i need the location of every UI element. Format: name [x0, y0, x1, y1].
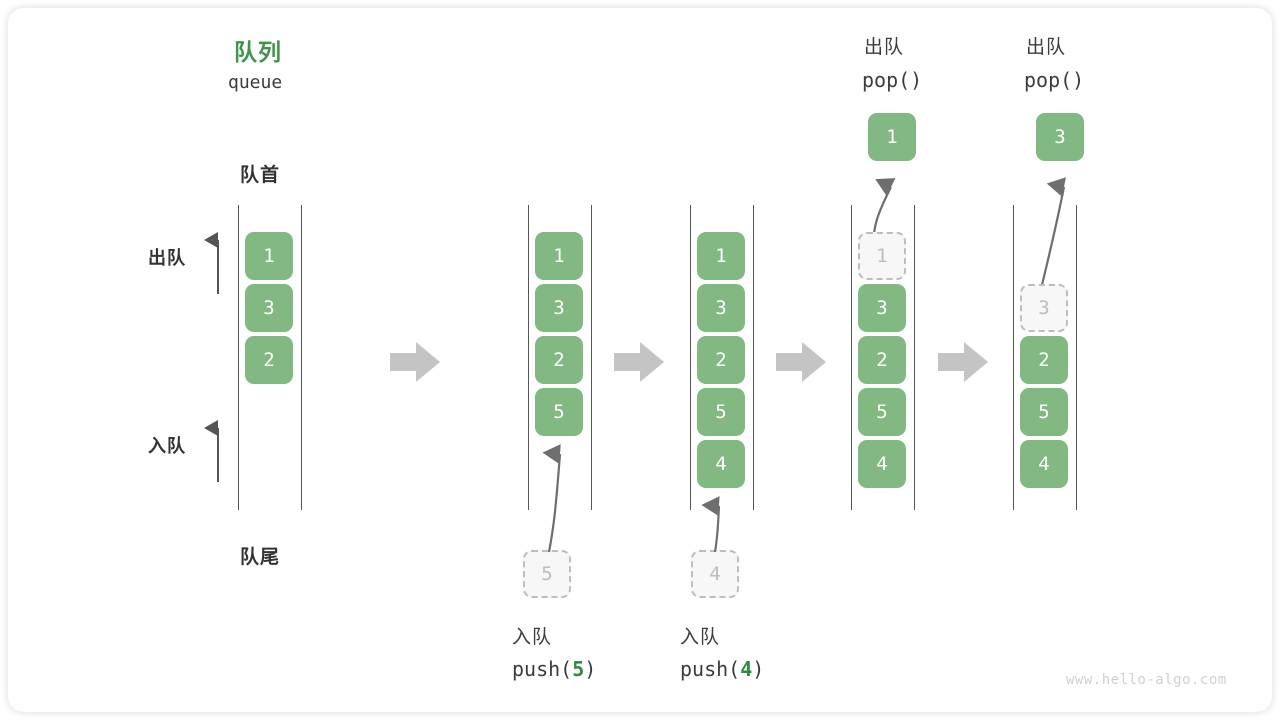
queue-cell-removed: 1	[858, 232, 906, 280]
enqueue-side-label: 入队	[148, 436, 186, 456]
rail-right	[1076, 205, 1077, 510]
queue-cell-removed: 3	[1020, 284, 1068, 332]
rail-left	[690, 205, 691, 510]
queue-front-label: 队首	[240, 165, 281, 186]
queue-column-after-push-5: 1 3 2 5	[528, 205, 592, 510]
queue-title-cn: 队列	[234, 39, 282, 65]
queue-cell[interactable]: 3	[245, 284, 293, 332]
queue-column-after-pop-3: 3 2 5 4	[1013, 205, 1077, 510]
queue-cell-new[interactable]: 4	[697, 440, 745, 488]
push-caption-cn-4: 入队	[680, 627, 721, 648]
queue-cell[interactable]: 2	[535, 336, 583, 384]
queue-rear-label: 队尾	[240, 547, 281, 568]
push-arrow-4	[701, 496, 721, 553]
queue-cell[interactable]: 1	[245, 232, 293, 280]
queue-cell[interactable]: 4	[1020, 440, 1068, 488]
step-arrow-icon	[614, 342, 664, 382]
queue-cell[interactable]: 2	[1020, 336, 1068, 384]
pop-header-code-3: pop()	[1024, 68, 1085, 92]
queue-column-initial: 1 3 2	[238, 205, 302, 510]
queue-cell[interactable]: 1	[697, 232, 745, 280]
queue-column-after-push-4: 1 3 2 5 4	[690, 205, 754, 510]
rail-left	[238, 205, 239, 510]
push-arg-5: 5	[572, 657, 585, 681]
push-arrow-5	[542, 444, 562, 553]
push-fn-4: push(	[680, 657, 741, 681]
dequeue-direction-arrow	[204, 232, 219, 294]
watermark: www.hello-algo.com	[1066, 672, 1227, 688]
step-arrow-icon	[776, 342, 826, 382]
step-arrow-icon	[390, 342, 440, 382]
queue-cell[interactable]: 5	[858, 388, 906, 436]
queue-cell-new[interactable]: 5	[535, 388, 583, 436]
rail-right	[914, 205, 915, 510]
dequeue-side-label: 出队	[148, 248, 186, 268]
pop-header-code-1: pop()	[862, 68, 923, 92]
push-fn-5: push(	[512, 657, 573, 681]
queue-title-en: queue	[228, 72, 283, 93]
step-arrow-icon	[938, 342, 988, 382]
push-fn-end-4: )	[752, 657, 765, 681]
push-arg-4: 4	[740, 657, 753, 681]
queue-cell[interactable]: 5	[1020, 388, 1068, 436]
pop-header-cn-1: 出队	[864, 37, 905, 58]
rail-left	[1013, 205, 1014, 510]
incoming-ghost-cell: 5	[523, 550, 571, 598]
rail-right	[301, 205, 302, 510]
push-fn-end-5: )	[584, 657, 597, 681]
popped-cell[interactable]: 3	[1036, 113, 1084, 161]
push-caption-code-4: push(4)	[680, 657, 764, 681]
incoming-ghost-cell: 4	[691, 550, 739, 598]
queue-column-after-pop-1: 1 3 2 5 4	[851, 205, 915, 510]
queue-cell[interactable]: 2	[245, 336, 293, 384]
rail-left	[851, 205, 852, 510]
rail-right	[753, 205, 754, 510]
queue-cell[interactable]: 3	[858, 284, 906, 332]
enqueue-direction-arrow	[204, 420, 219, 482]
queue-cell[interactable]: 5	[697, 388, 745, 436]
queue-cell[interactable]: 1	[535, 232, 583, 280]
queue-cell[interactable]: 3	[535, 284, 583, 332]
popped-cell[interactable]: 1	[868, 113, 916, 161]
queue-cell[interactable]: 3	[697, 284, 745, 332]
pop-header-cn-3: 出队	[1026, 37, 1067, 58]
rail-left	[528, 205, 529, 510]
push-caption-code-5: push(5)	[512, 657, 596, 681]
rail-right	[591, 205, 592, 510]
queue-cell[interactable]: 2	[858, 336, 906, 384]
queue-cell[interactable]: 2	[697, 336, 745, 384]
queue-cell[interactable]: 4	[858, 440, 906, 488]
push-caption-cn-5: 入队	[512, 627, 553, 648]
